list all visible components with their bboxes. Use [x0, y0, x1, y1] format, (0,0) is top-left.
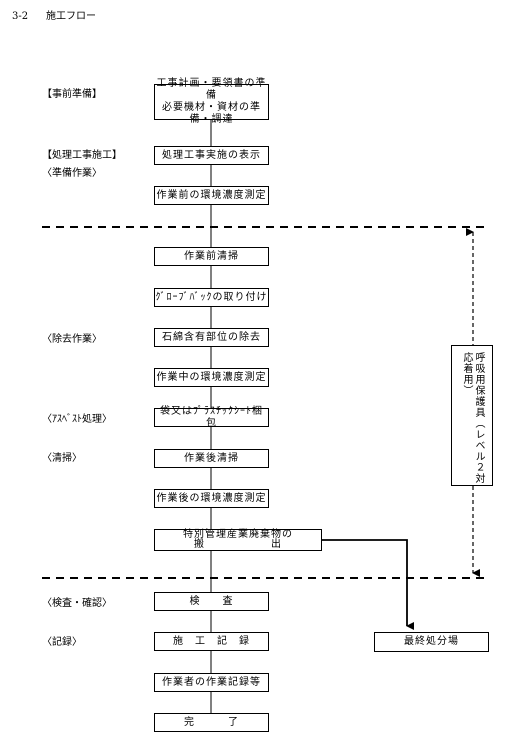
section-number: 3-2: [12, 11, 29, 22]
label-cleaning: 〈清掃〉: [42, 453, 82, 464]
box-plan-line1: 工事計画・要領書の準備: [156, 78, 267, 101]
label-asbestos-processing: 〈ｱｽﾍﾞｽﾄ処理〉: [42, 414, 112, 425]
waste-branch-line: [322, 539, 414, 630]
label-inspection: 〈検査・確認〉: [42, 598, 112, 609]
box-measure-after: 作業後の環境濃度測定: [154, 489, 269, 508]
box-inspect: 検 査: [154, 592, 269, 611]
section-title: 施工フロー: [46, 11, 96, 22]
box-record: 施 工 記 録: [154, 632, 269, 651]
label-prep-work: 〈準備作業〉: [42, 168, 102, 179]
box-measure-before: 作業前の環境濃度測定: [154, 186, 269, 205]
label-record: 〈記録〉: [42, 637, 82, 648]
label-pre-prep: 【事前準備】: [42, 89, 102, 100]
label-process-work: 【処理工事施工】: [42, 150, 122, 161]
label-removal-work: 〈除去作業〉: [42, 334, 102, 345]
box-waste-line1: 特別管理産業廃棄物の: [183, 529, 293, 540]
box-complete: 完 了: [154, 713, 269, 732]
box-final-disposal: 最終処分場: [374, 632, 489, 652]
box-clean-before: 作業前清掃: [154, 247, 269, 266]
box-waste-removal: 特別管理産業廃棄物の 搬 出: [154, 529, 322, 551]
side-note-respirator: 呼吸用保護具（レベル２対応着用）: [451, 345, 493, 486]
box-clean-after: 作業後清掃: [154, 449, 269, 468]
box-bag-pack: 袋又はﾌﾟﾗｽﾁｯｸｼｰﾄ梱包: [154, 406, 269, 429]
box-waste-line2: 搬 出: [194, 539, 282, 550]
box-glove-bag: ｸﾞﾛｰﾌﾞﾊﾞｯｸの取り付け: [154, 288, 269, 307]
box-plan: 工事計画・要領書の準備 必要機材・資材の準備・調達: [154, 78, 269, 125]
box-plan-line2: 必要機材・資材の準備・調達: [162, 102, 261, 125]
box-display: 処理工事実施の表示: [154, 146, 269, 165]
box-measure-during: 作業中の環境濃度測定: [154, 368, 269, 387]
side-note-text: 呼吸用保護具（レベル２対応着用）: [461, 352, 484, 484]
box-worker-record: 作業者の作業記録等: [154, 673, 269, 692]
box-remove: 石綿含有部位の除去: [154, 328, 269, 347]
